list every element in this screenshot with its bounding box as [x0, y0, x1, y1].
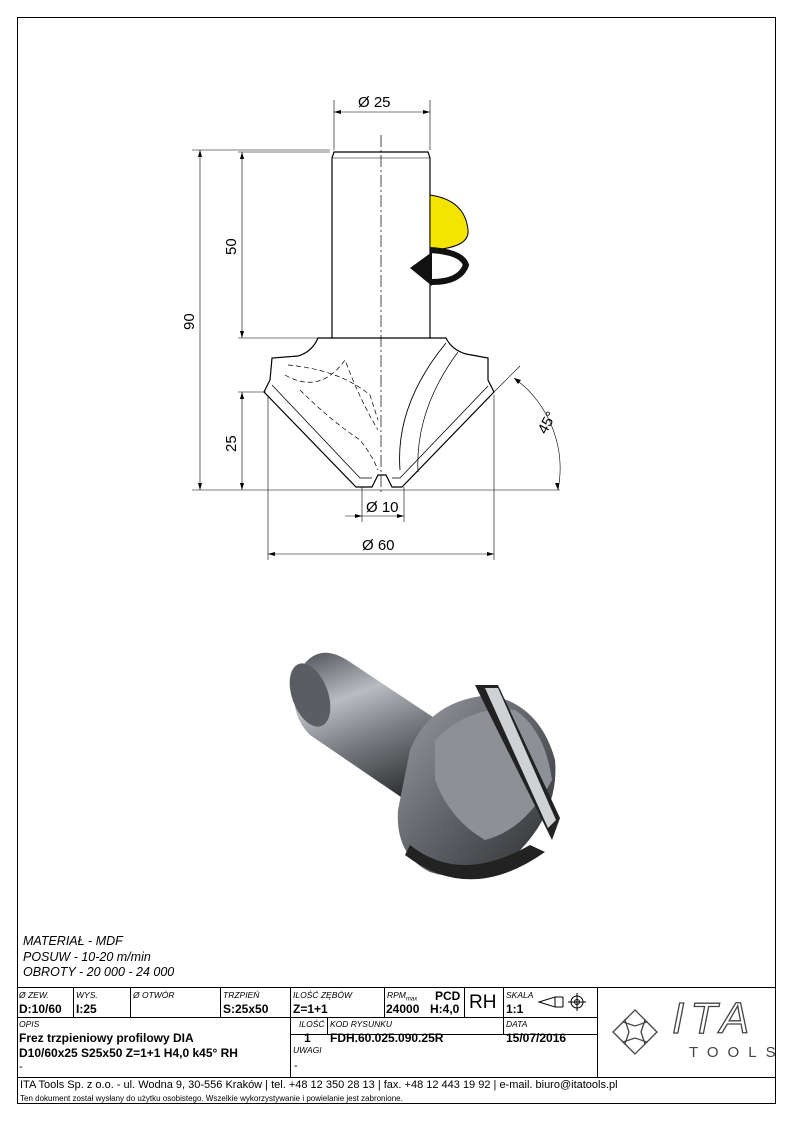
dim-cut-height: 25	[223, 435, 240, 452]
teeth-value: Z=1+1	[293, 1002, 328, 1016]
title-block: Ø ZEW. D:10/60 WYS. I:25 Ø OTWÓR TRZPIEŃ…	[17, 987, 776, 1078]
company-info: ITA Tools Sp. z o.o. - ul. Wodna 9, 30-5…	[20, 1079, 618, 1091]
note-material: MATERIAŁ - MDF	[23, 934, 123, 948]
height-value: I:25	[76, 1002, 97, 1016]
body-outline	[263, 337, 495, 488]
desc-line3: -	[19, 1061, 23, 1073]
desc-line2: D10/60x25 S25x50 Z=1+1 H4,0 k45° RH	[19, 1046, 238, 1060]
logo-main: ITA	[671, 993, 756, 1043]
dim-total-len: 90	[181, 313, 198, 330]
ita-logo-icon	[612, 1009, 658, 1055]
height-label: WYS.	[76, 990, 98, 1000]
code-value: FDH.60.025.090.25R	[330, 1031, 444, 1045]
dia-label: Ø ZEW.	[19, 990, 49, 1000]
dim-angle: 45°	[535, 409, 561, 437]
pcd-label: PCD	[435, 989, 461, 1003]
scale-value: 1:1	[506, 1002, 524, 1016]
dia-value: D:10/60	[19, 1002, 62, 1016]
bore-label: Ø OTWÓR	[133, 990, 175, 1000]
disclaimer: Ten dokument został wysłany do użytku os…	[20, 1094, 403, 1103]
rpm-value: 24000	[386, 1002, 420, 1016]
desc-label: OPIS	[19, 1019, 40, 1029]
teeth-label: ILOŚĆ ZĘBÓW	[293, 990, 353, 1000]
dim-shank-dia: Ø 25	[358, 94, 391, 111]
date-value: 15/07/2016	[506, 1031, 567, 1045]
machining-notes: MATERIAŁ - MDF POSUW - 10-20 m/min OBROT…	[23, 934, 174, 981]
date-label: DATA	[506, 1019, 528, 1029]
rpm-label: RPMmax	[387, 990, 418, 1003]
remarks-label: UWAGI	[293, 1045, 322, 1055]
dim-shank-len: 50	[223, 238, 240, 255]
scale-label: SKALA	[506, 990, 534, 1000]
tool-3d-render	[289, 652, 560, 880]
technical-drawing: Ø 25 50 90 25 45° Ø 10 Ø 60	[181, 94, 561, 560]
pcd-value: H:4,0	[430, 1002, 460, 1016]
projection-symbol-icon	[537, 993, 586, 1011]
desc-line1: Frez trzpieniowy profilowy DIA	[19, 1031, 194, 1045]
remarks-value: -	[294, 1060, 298, 1072]
shank-label: TRZPIEŃ	[223, 990, 260, 1000]
rotation-direction: RH	[469, 992, 497, 1013]
logo-sub: TOOLS	[689, 1044, 785, 1061]
drawing-frame	[17, 17, 776, 1104]
qty-label: ILOŚĆ	[299, 1019, 325, 1029]
dim-tip-dia: Ø 10	[366, 499, 399, 516]
note-speed: OBROTY - 20 000 - 24 000	[23, 965, 175, 979]
dim-outer-dia: Ø 60	[362, 537, 395, 554]
note-feed: POSUW - 10-20 m/min	[23, 949, 151, 964]
shank-value: S:25x50	[223, 1002, 269, 1016]
code-label: KOD RYSUNKU	[330, 1019, 393, 1029]
qty-value: 1	[304, 1031, 311, 1045]
